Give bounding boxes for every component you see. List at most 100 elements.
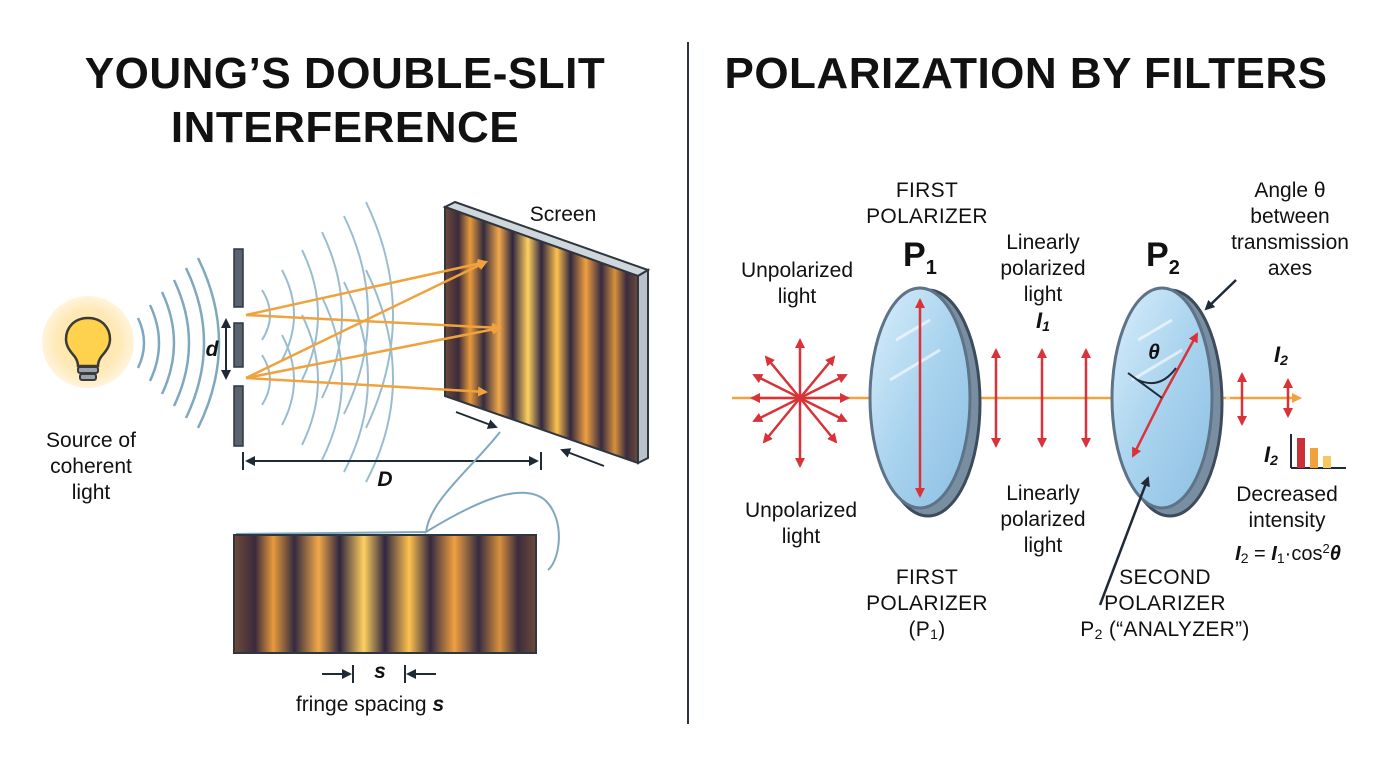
- intensity-bar-chart: [1290, 434, 1346, 469]
- distance-label: D: [377, 468, 393, 491]
- linear-top-line-1: Linearly: [1006, 231, 1080, 254]
- decreased-intensity-label: Decreased intensity: [1212, 482, 1362, 534]
- linear-top-label: Linearly polarized light I1: [980, 230, 1106, 339]
- unpolarized-bottom-line-1: Unpolarized: [744, 499, 858, 522]
- i2-subscript: 2: [1280, 352, 1288, 368]
- p1-symbol: P1: [903, 236, 937, 280]
- transmitted-polarization-arrows: [1237, 372, 1293, 426]
- right-title: POLARIZATION BY FILTERS: [724, 49, 1328, 98]
- fringe-spacing-arrows: [322, 665, 436, 683]
- spacing-symbol: s: [374, 660, 386, 683]
- screen-edge-arrow-left: [455, 411, 498, 429]
- source-label-line-3: light: [71, 481, 111, 504]
- sp3b: (“ANALYZER”): [1102, 618, 1250, 641]
- light-bulb-icon: [42, 296, 134, 388]
- first-polarizer-top-label: FIRST POLARIZER: [862, 178, 992, 230]
- light-rays: [245, 258, 502, 397]
- fringe-spacing-caption: fringe spacing s: [250, 692, 490, 718]
- p1-subscript: 1: [925, 256, 937, 279]
- formula-pow: 2: [1322, 541, 1330, 556]
- fp3a: (P: [908, 618, 931, 641]
- unpolarized-top-label: Unpolarized light: [724, 258, 870, 310]
- i1-symbol: I1: [980, 308, 1106, 339]
- formula-i1: I: [1271, 543, 1277, 565]
- sp3a: P: [1080, 618, 1095, 641]
- first-polarizer-lens: [868, 286, 982, 518]
- first-polarizer-top-line-2: POLARIZER: [866, 205, 988, 228]
- formula-i1-sub: 1: [1276, 550, 1285, 566]
- i2-bar-symbol: I2: [1256, 442, 1286, 473]
- unpolarized-star-arrows: [750, 338, 850, 468]
- source-label-line-1: Source of: [46, 429, 136, 452]
- slit-separation-label: d: [205, 338, 219, 361]
- p2-subscript: 2: [1168, 256, 1180, 279]
- angle-line-2: between: [1250, 205, 1330, 228]
- second-polarizer-line-2: POLARIZER: [1104, 592, 1226, 615]
- second-polarizer-line-3: P2 (“ANALYZER”): [1076, 617, 1254, 647]
- unpolarized-bottom-label: Unpolarized light: [728, 498, 874, 550]
- formula-i2: I: [1235, 543, 1241, 565]
- sp3sub: 2: [1094, 626, 1103, 642]
- i2-bar-letter: I: [1264, 442, 1271, 467]
- angle-pointer-arrow: [1204, 279, 1237, 311]
- fringe-pattern-zoom: [233, 534, 537, 654]
- panel-divider: [687, 42, 689, 724]
- p2-letter: P: [1146, 236, 1169, 274]
- second-polarizer-line-1: SECOND: [1119, 566, 1211, 589]
- malus-law-formula: I2 = I1·cos2θ: [1208, 536, 1368, 571]
- double-slit-barrier: [233, 248, 244, 447]
- first-polarizer-bottom-line-3: (P1): [862, 617, 992, 647]
- first-polarizer-bottom-line-2: POLARIZER: [866, 592, 988, 615]
- decreased-line-1: Decreased: [1236, 483, 1338, 506]
- linear-top-line-3: light: [1023, 283, 1063, 306]
- second-polarizer-label: SECOND POLARIZER P2 (“ANALYZER”): [1076, 565, 1254, 647]
- unpolarized-bottom-line-2: light: [781, 525, 821, 548]
- formula-theta: θ: [1329, 543, 1341, 565]
- angle-line-3: transmission: [1231, 231, 1349, 254]
- linear-bottom-line-3: light: [1023, 534, 1063, 557]
- slit-waves: [261, 201, 394, 483]
- i2-bar-subscript: 2: [1270, 452, 1278, 468]
- first-polarizer-top-line-1: FIRST: [895, 179, 959, 202]
- fp3b: ): [938, 618, 946, 641]
- linear-bottom-line-2: polarized: [1000, 508, 1086, 531]
- unpolarized-top-line-2: light: [777, 285, 817, 308]
- linear-bottom-line-1: Linearly: [1006, 482, 1080, 505]
- distance-dimension: [242, 452, 542, 470]
- linear-bottom-label: Linearly polarized light: [980, 481, 1106, 559]
- i2-transmitted-symbol: I2: [1266, 342, 1296, 373]
- interference-screen: [442, 200, 651, 465]
- theta-symbol: θ: [1148, 341, 1160, 364]
- linear-polarization-arrows: [991, 348, 1091, 448]
- angle-line-4: axes: [1267, 257, 1313, 280]
- formula-eq: =: [1248, 543, 1272, 565]
- screen-edge-arrow-right: [560, 448, 605, 467]
- i2-letter: I: [1274, 342, 1281, 367]
- zoom-callout: [235, 431, 560, 571]
- analyzer-pointer-arrow: [1098, 476, 1150, 606]
- formula-cos: ·cos: [1284, 543, 1323, 565]
- source-label-line-2: coherent: [50, 455, 132, 478]
- second-polarizer-lens: [1110, 286, 1224, 518]
- left-title-line-2: INTERFERENCE: [170, 103, 520, 152]
- decreased-line-2: intensity: [1248, 509, 1326, 532]
- i1-letter: I: [1036, 308, 1043, 333]
- left-title-line-1: YOUNG’S DOUBLE-SLIT: [84, 49, 606, 98]
- p1-letter: P: [903, 236, 926, 274]
- formula-i2-sub: 2: [1240, 550, 1249, 566]
- fringe-caption-symbol: s: [432, 693, 445, 716]
- fp3sub: 1: [930, 626, 939, 642]
- p2-symbol: P2: [1146, 236, 1180, 280]
- first-polarizer-bottom-line-1: FIRST: [895, 566, 959, 589]
- source-label: Source of coherent light: [18, 428, 164, 506]
- fringe-caption-text: fringe spacing: [295, 693, 427, 716]
- linear-top-line-2: polarized: [1000, 257, 1086, 280]
- source-waves: [136, 257, 221, 429]
- i1-subscript: 1: [1042, 318, 1050, 334]
- angle-label: Angle θ between transmission axes: [1222, 178, 1358, 282]
- angle-line-1: Angle θ: [1254, 179, 1326, 202]
- unpolarized-top-line-1: Unpolarized: [740, 259, 854, 282]
- screen-label: Screen: [529, 203, 597, 226]
- first-polarizer-bottom-label: FIRST POLARIZER (P1): [862, 565, 992, 647]
